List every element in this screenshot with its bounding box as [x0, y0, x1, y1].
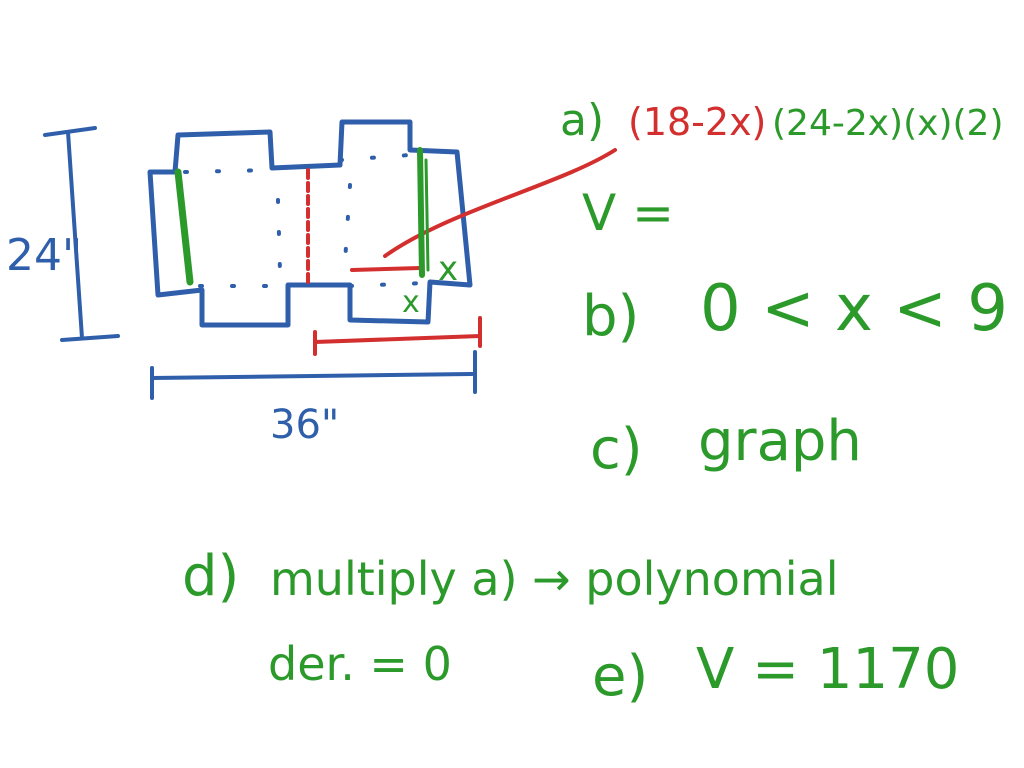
part-c-label: c): [590, 417, 643, 482]
width-dimension-line: [150, 372, 474, 380]
part-e-label: e): [592, 644, 648, 709]
box-net-diagram: [147, 119, 473, 328]
fold-line-top-left: [183, 168, 274, 174]
part-a-label: a): [560, 95, 604, 146]
red-pointer-curve: [383, 148, 617, 258]
green-side-left: [174, 168, 194, 286]
height-dimension-line: [66, 130, 84, 340]
net-outline: [147, 119, 473, 328]
dimension-lines: [43, 126, 477, 400]
green-side-right-2: [424, 158, 430, 272]
part-d-line2: der. = 0: [268, 637, 452, 691]
part-a-red-factor: (18-2x): [628, 100, 766, 144]
cut-x-label-1: x: [438, 249, 458, 289]
part-b-inequality: 0 < x < 9: [700, 272, 1008, 346]
width-label: 36": [270, 402, 339, 448]
red-measure-line: [313, 334, 482, 344]
green-side-right: [417, 147, 425, 278]
height-tick-bottom: [60, 334, 120, 342]
red-cut-line: [350, 266, 422, 272]
height-tick-top: [43, 126, 97, 137]
part-b-label: b): [582, 284, 639, 349]
green-markings: [174, 147, 430, 286]
part-d-label: d): [182, 544, 239, 609]
part-c-text: graph: [698, 409, 862, 474]
fold-line-vertical-left: [276, 198, 282, 274]
fold-lines: [183, 153, 427, 288]
fold-line-top-right: [338, 153, 412, 162]
cut-x-label-2: x: [402, 285, 420, 320]
height-label: 24": [6, 230, 82, 281]
fold-line-bottom-right: [348, 281, 427, 288]
fold-line-vertical-right: [343, 183, 352, 264]
red-markings: [306, 148, 617, 356]
volume-equals: V =: [582, 184, 674, 242]
part-a-green-factors: (24-2x)(x)(2): [772, 103, 1004, 144]
part-e-text: V = 1170: [696, 637, 959, 702]
part-d-text: multiply a) → polynomial: [270, 552, 839, 606]
